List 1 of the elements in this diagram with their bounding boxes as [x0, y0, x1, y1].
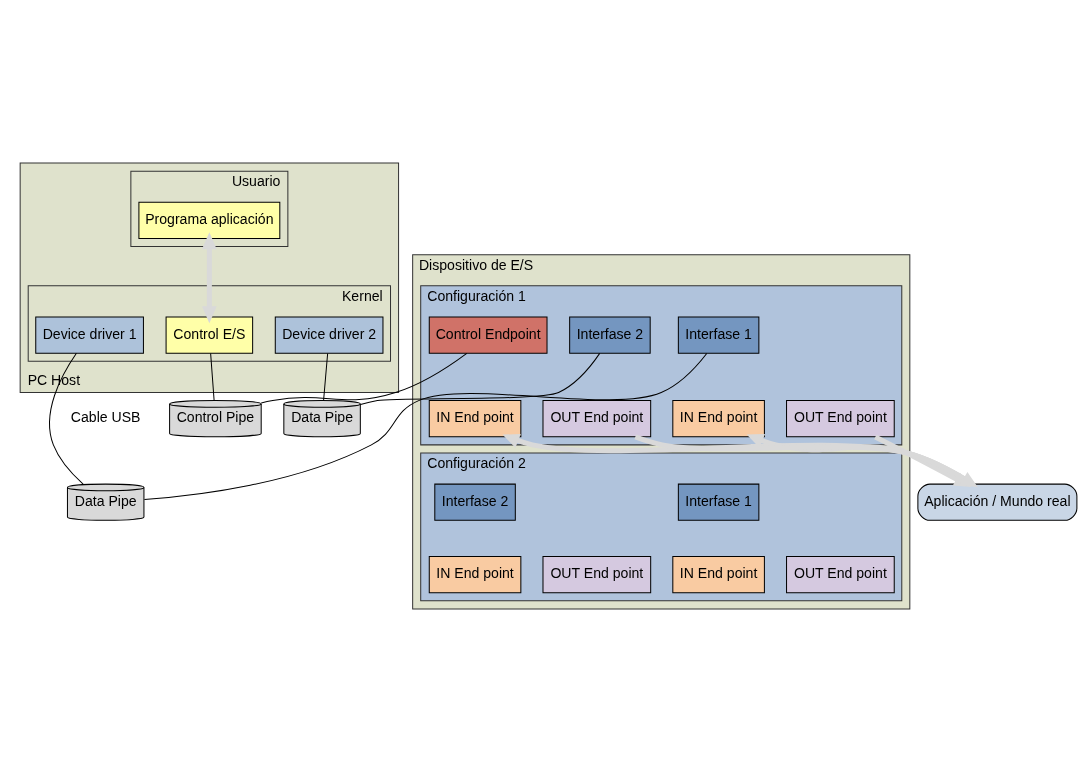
label: Cable USB [70, 408, 141, 425]
